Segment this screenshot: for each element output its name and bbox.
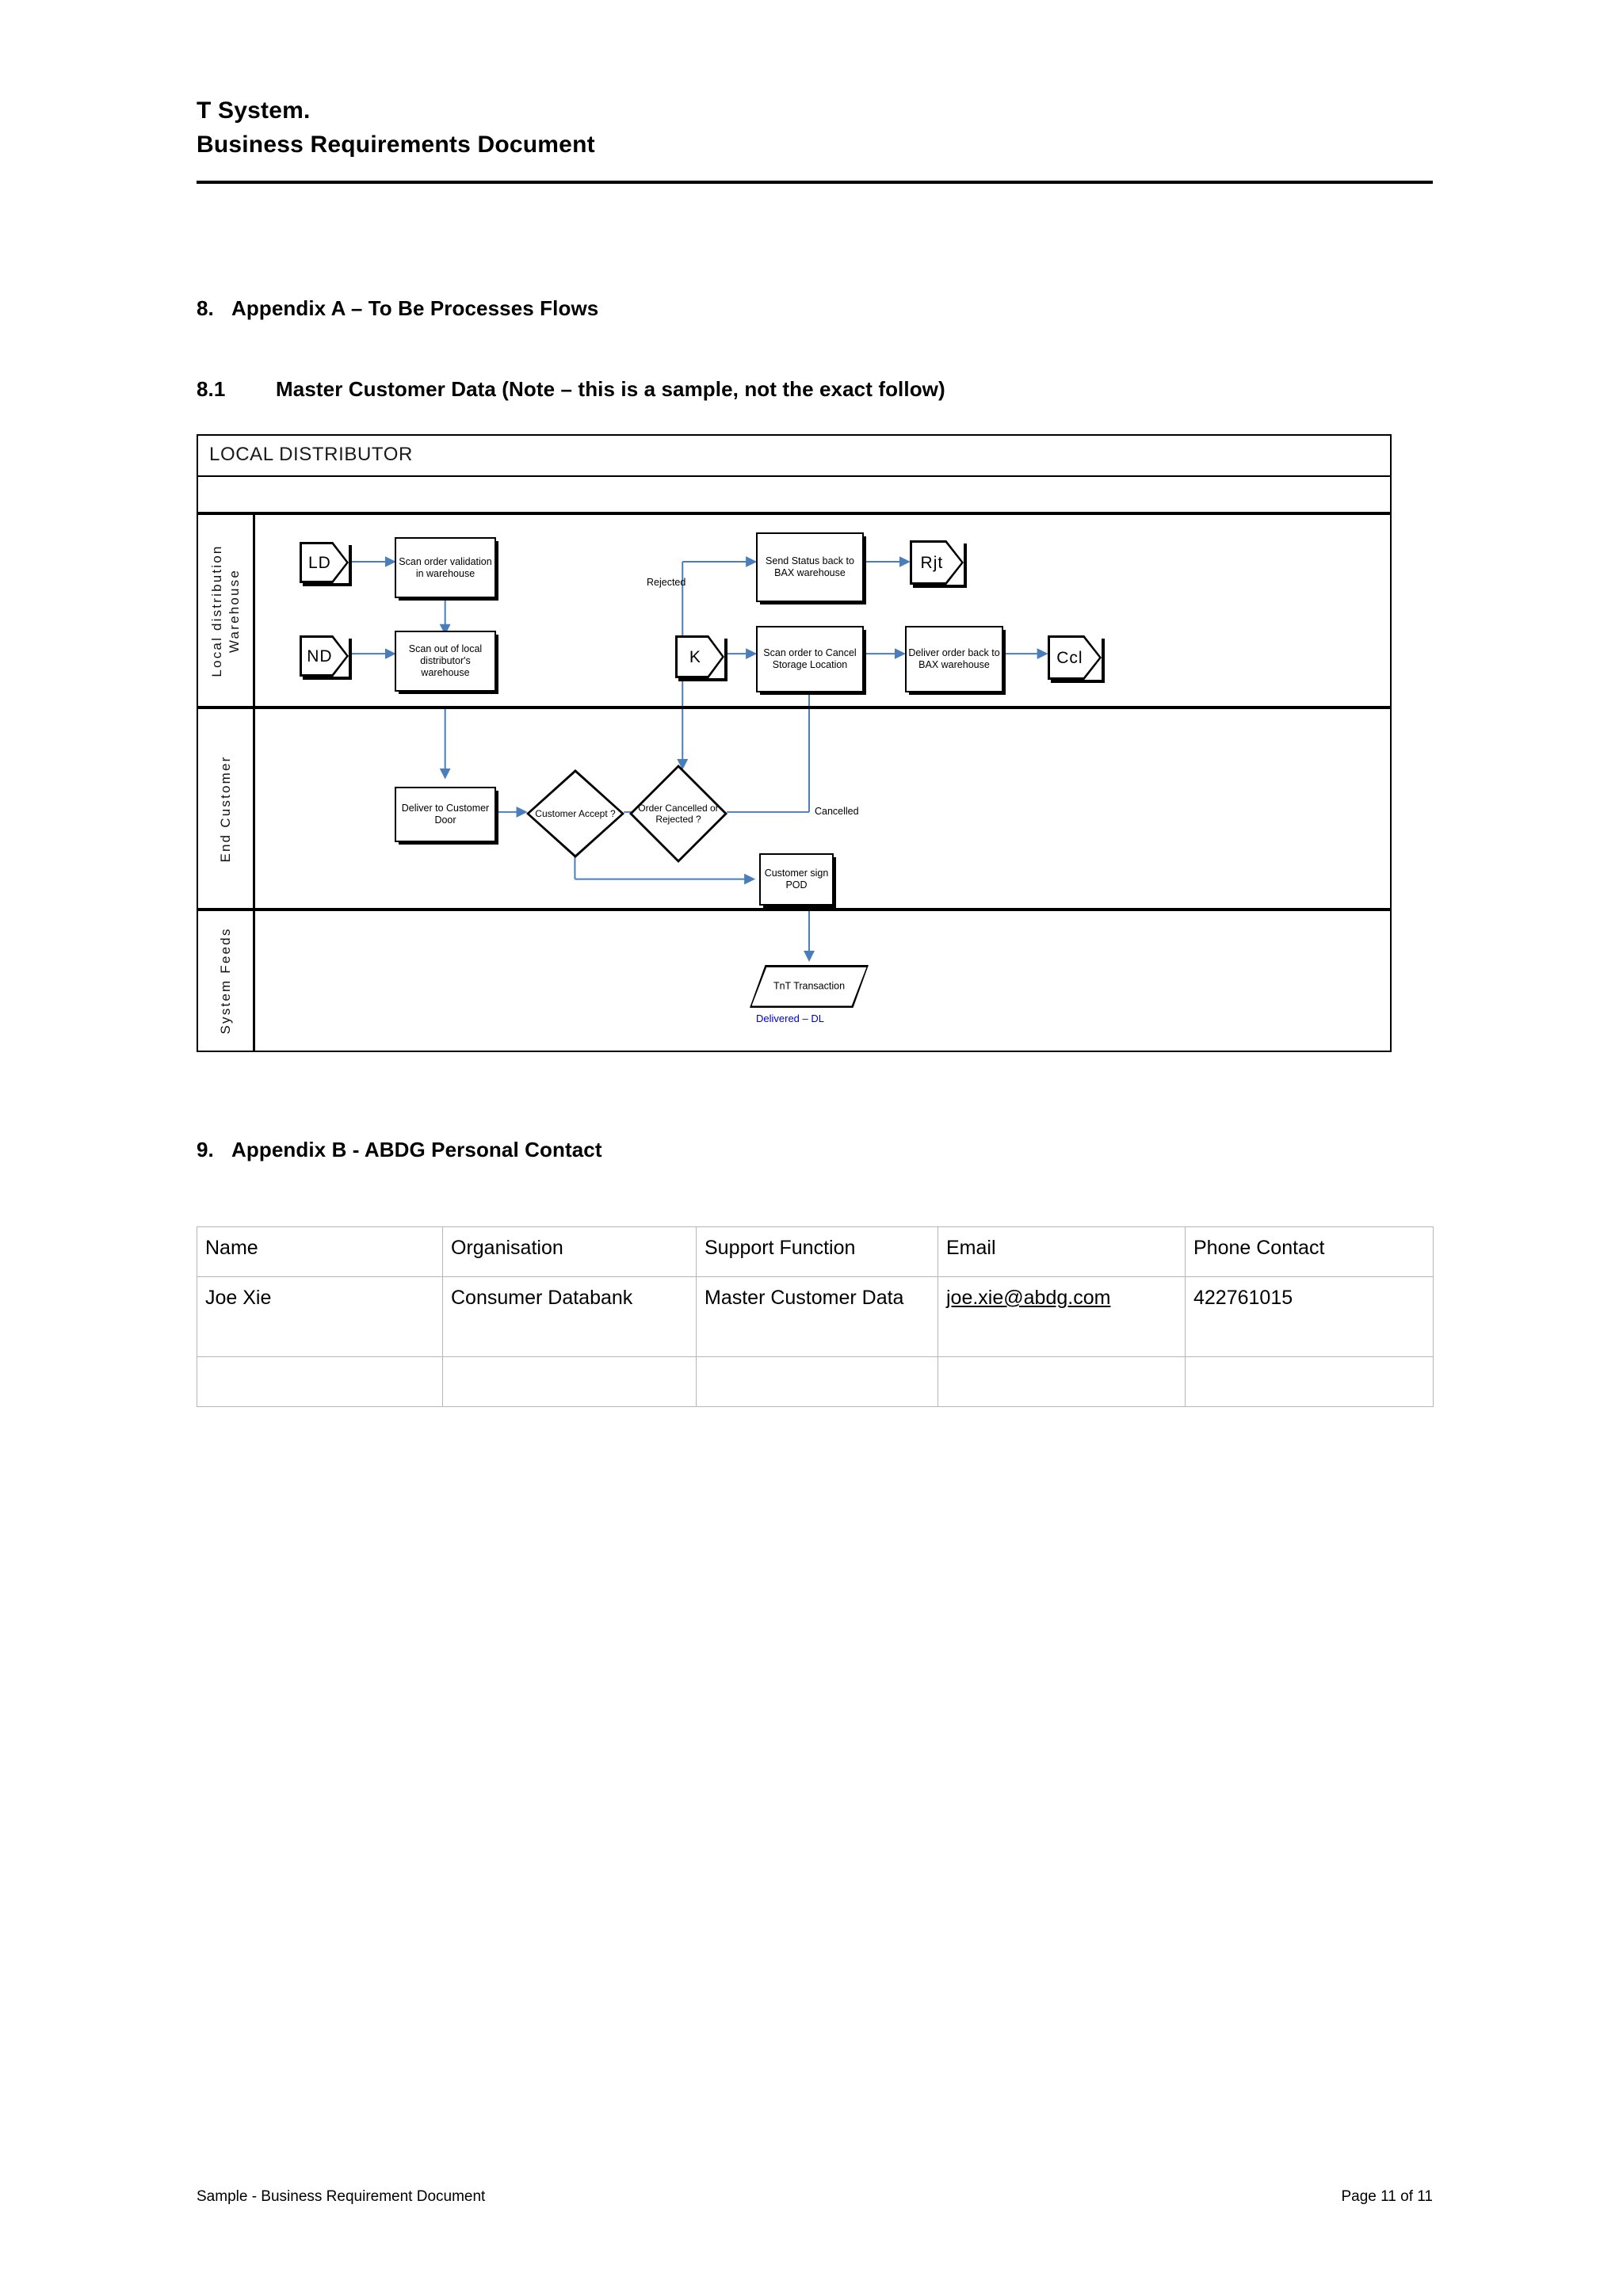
footer-left-text: Sample - Business Requirement Document [197,2188,486,2205]
node-scan-order-validation: Scan order validation in warehouse [395,537,496,598]
abdg-contact-table: Name Organisation Support Function Email… [197,1226,1434,1407]
heading-81-title: Master Customer Data (Note – this is a s… [276,377,945,401]
header-title-line2: Business Requirements Document [197,132,595,158]
swimlane-label-system-feeds: System Feeds [198,911,255,1051]
connector-ccl: Ccl [1048,635,1102,680]
table-header-row: Name Organisation Support Function Email… [197,1226,1434,1277]
connector-nd-label: ND [307,646,333,666]
heading-appendix-a-number: 8. [197,296,214,320]
cell-support-function: Master Customer Data [696,1276,938,1357]
heading-appendix-b: 9. Appendix B - ABDG Personal Contact [197,1138,602,1162]
swimlane-label-system-feeds-text: System Feeds [217,927,233,1035]
node-scan-out-local-distributor-label: Scan out of local distributor's warehous… [408,643,483,678]
node-deliver-order-back-bax-label: Deliver order back to BAX warehouse [908,647,1000,670]
connector-k-label: K [689,647,701,666]
cell-phone: 422761015 [1185,1276,1434,1357]
annotation-delivered-dl: Delivered – DL [756,1013,824,1024]
diagram-blank-band [198,477,1390,515]
document-header: T System. Business Requirements Document [197,93,1433,162]
heading-appendix-b-number: 9. [197,1138,214,1161]
footer-page-number: Page 11 of 11 [1341,2188,1433,2205]
cell-organisation: Consumer Databank [442,1276,697,1357]
node-tnt-transaction: TnT Transaction [750,965,869,1008]
diagram-pool-header: LOCAL DISTRIBUTOR [198,436,1390,477]
cell-name [197,1356,443,1407]
heading-appendix-a: 8. Appendix A – To Be Processes Flows [197,296,598,321]
swimlane-body-warehouse: LD Scan order validation in warehouse ND… [255,515,1390,706]
cell-phone [1185,1356,1434,1407]
connector-ld-label: LD [307,553,331,572]
connector-k: K [675,635,724,678]
heading-appendix-a-title: Appendix A – To Be Processes Flows [231,296,599,320]
diagram-pool-title-text: LOCAL DISTRIBUTOR [209,444,413,465]
heading-81-number: 8.1 [197,377,226,401]
edge-label-rejected: Rejected [647,577,686,588]
table-row: Joe Xie Consumer Databank Master Custome… [197,1276,1434,1357]
swimlane-system-feeds: System Feeds TnT Transaction Delivered –… [198,911,1390,1051]
column-header-organisation: Organisation [442,1226,697,1277]
column-header-support-function: Support Function [696,1226,938,1277]
column-header-email: Email [938,1226,1186,1277]
cell-email: joe.xie@abdg.com [938,1276,1186,1357]
node-deliver-to-customer-door: Deliver to Customer Door [395,787,496,842]
heading-appendix-b-title: Appendix B - ABDG Personal Contact [231,1138,602,1161]
swimlane-body-end-customer: Deliver to Customer Door Customer Accept… [255,709,1390,908]
cell-support-function [696,1356,938,1407]
connector-rjt-label: Rjt [920,553,944,572]
cell-name: Joe Xie [197,1276,443,1357]
cell-organisation [442,1356,697,1407]
column-header-name: Name [197,1226,443,1277]
connector-rjt: Rjt [910,540,964,585]
document-footer: Sample - Business Requirement Document P… [197,2188,1433,2206]
swimlane-label-end-customer-text: End Customer [217,754,233,863]
decision-customer-accept: Customer Accept ? [526,769,624,858]
connector-nd: ND [300,635,349,677]
column-header-phone-contact: Phone Contact [1185,1226,1434,1277]
header-title-line1: T System. [197,97,311,124]
node-deliver-to-customer-door-label: Deliver to Customer Door [401,803,490,826]
node-scan-order-validation-label: Scan order validation in warehouse [399,555,492,579]
heading-master-customer-data: 8.1 Master Customer Data (Note – this is … [197,377,945,402]
decision-order-cancelled-or-rejected: Order Cancelled or Rejected ? [629,765,727,863]
node-tnt-transaction-label: TnT Transaction [773,980,846,992]
swimlane-label-end-customer: End Customer [198,709,255,908]
decision-customer-accept-label: Customer Accept ? [535,808,616,819]
connector-ccl-label: Ccl [1056,648,1083,667]
node-customer-sign-pod-label: Customer sign POD [764,868,829,891]
node-deliver-order-back-bax: Deliver order back to BAX warehouse [905,626,1003,692]
node-scan-out-local-distributor: Scan out of local distributor's warehous… [395,631,496,692]
node-customer-sign-pod: Customer sign POD [759,853,834,906]
header-divider [197,181,1433,184]
table-row [197,1356,1434,1407]
node-scan-order-cancel-storage: Scan order to Cancel Storage Location [756,626,864,692]
swimlane-body-system-feeds: TnT Transaction Delivered – DL [255,911,1390,1051]
node-send-status-back-bax: Send Status back to BAX warehouse [756,532,864,602]
edge-label-cancelled: Cancelled [815,806,859,817]
node-scan-order-cancel-storage-label: Scan order to Cancel Storage Location [763,647,857,670]
connector-ld: LD [300,542,349,583]
cell-email [938,1356,1186,1407]
node-send-status-back-bax-label: Send Status back to BAX warehouse [766,555,854,578]
email-link[interactable]: joe.xie@abdg.com [946,1287,1111,1309]
swimlane-end-customer: End Customer [198,709,1390,911]
decision-order-cancelled-or-rejected-label: Order Cancelled or Rejected ? [638,803,719,825]
